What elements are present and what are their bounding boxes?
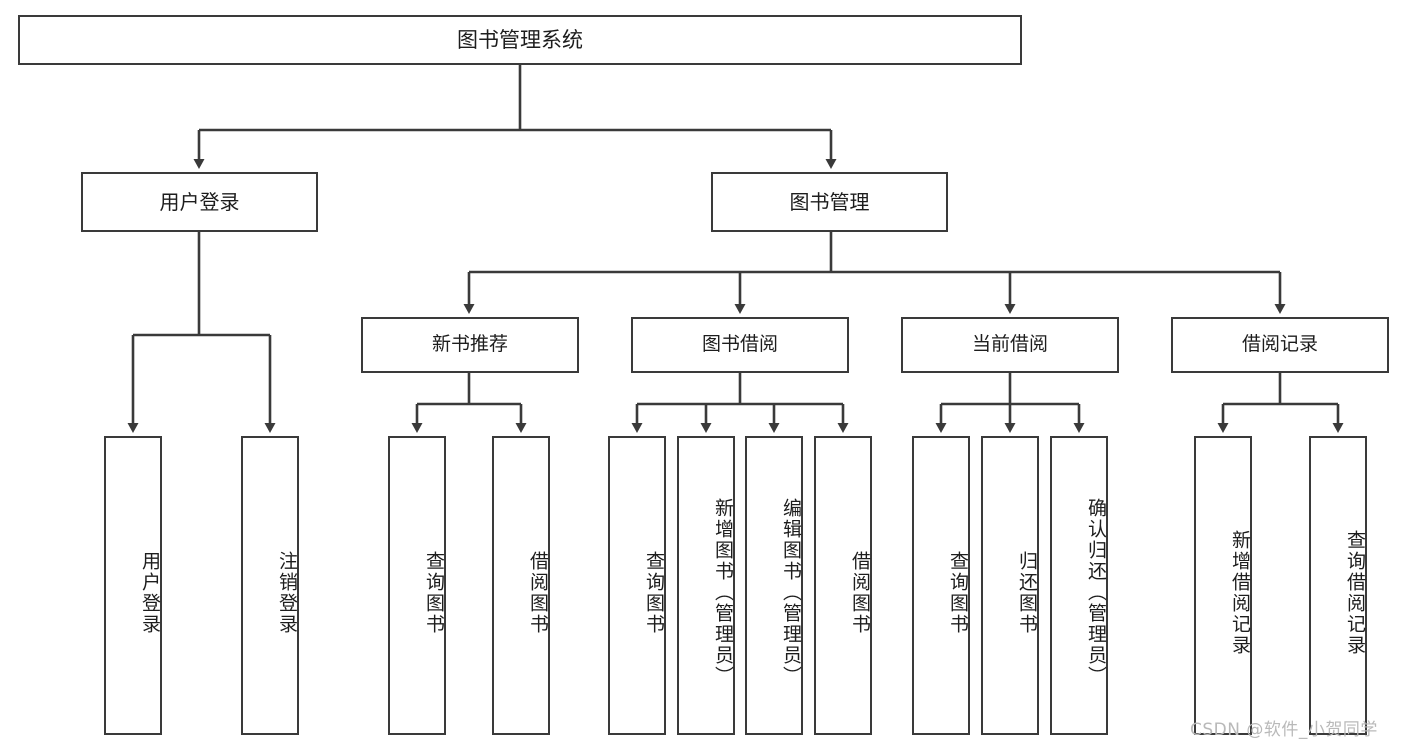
node-current-borrow[interactable]: 当前借阅 <box>901 317 1119 373</box>
node-label: 查询图书 <box>423 550 445 635</box>
node-label: 借阅图书 <box>527 550 549 635</box>
leaf-book-borrow-query-book[interactable]: 查询图书 <box>608 436 666 735</box>
node-root-book-management-system[interactable]: 图书管理系统 <box>18 15 1022 65</box>
node-label: 查询图书 <box>947 550 969 635</box>
leaf-user-login-logout[interactable]: 注销登录 <box>241 436 299 735</box>
node-label: 图书管理 <box>789 189 870 214</box>
leaf-borrow-record-query-record[interactable]: 查询借阅记录 <box>1309 436 1367 735</box>
leaf-current-borrow-query-book[interactable]: 查询图书 <box>912 436 970 735</box>
node-label: 图书管理系统 <box>457 27 583 52</box>
leaf-book-borrow-add-book-admin[interactable]: 新增图书（管理员） <box>677 436 735 735</box>
node-label: 确认归还（管理员） <box>1085 498 1107 687</box>
leaf-current-borrow-return-book[interactable]: 归还图书 <box>981 436 1039 735</box>
node-label: 新增借阅记录 <box>1229 529 1251 656</box>
node-label: 注销登录 <box>276 550 298 635</box>
node-label: 编辑图书（管理员） <box>780 498 802 687</box>
watermark: CSDN @软件_小贺同学 <box>1190 720 1378 740</box>
leaf-book-borrow-borrow-book[interactable]: 借阅图书 <box>814 436 872 735</box>
leaf-new-book-borrow-book[interactable]: 借阅图书 <box>492 436 550 735</box>
leaf-book-borrow-edit-book-admin[interactable]: 编辑图书（管理员） <box>745 436 803 735</box>
node-label: 查询图书 <box>643 550 665 635</box>
node-label: 当前借阅 <box>971 333 1048 356</box>
node-book-borrow[interactable]: 图书借阅 <box>631 317 849 373</box>
node-label: 新增图书（管理员） <box>712 498 734 687</box>
leaf-current-borrow-confirm-return-admin[interactable]: 确认归还（管理员） <box>1050 436 1108 735</box>
node-label: 借阅记录 <box>1241 333 1318 356</box>
node-label: 查询借阅记录 <box>1344 529 1366 656</box>
node-book-management[interactable]: 图书管理 <box>711 172 948 232</box>
node-label: 借阅图书 <box>849 550 871 635</box>
leaf-borrow-record-add-record[interactable]: 新增借阅记录 <box>1194 436 1252 735</box>
node-borrow-record[interactable]: 借阅记录 <box>1171 317 1389 373</box>
node-label: 新书推荐 <box>431 333 508 356</box>
node-label: 用户登录 <box>159 189 240 214</box>
node-user-login[interactable]: 用户登录 <box>81 172 318 232</box>
node-label: 用户登录 <box>139 550 161 635</box>
leaf-user-login-login[interactable]: 用户登录 <box>104 436 162 735</box>
node-new-book-recommend[interactable]: 新书推荐 <box>361 317 579 373</box>
node-label: 归还图书 <box>1016 550 1038 635</box>
leaf-new-book-query-book[interactable]: 查询图书 <box>388 436 446 735</box>
node-label: 图书借阅 <box>701 333 778 356</box>
